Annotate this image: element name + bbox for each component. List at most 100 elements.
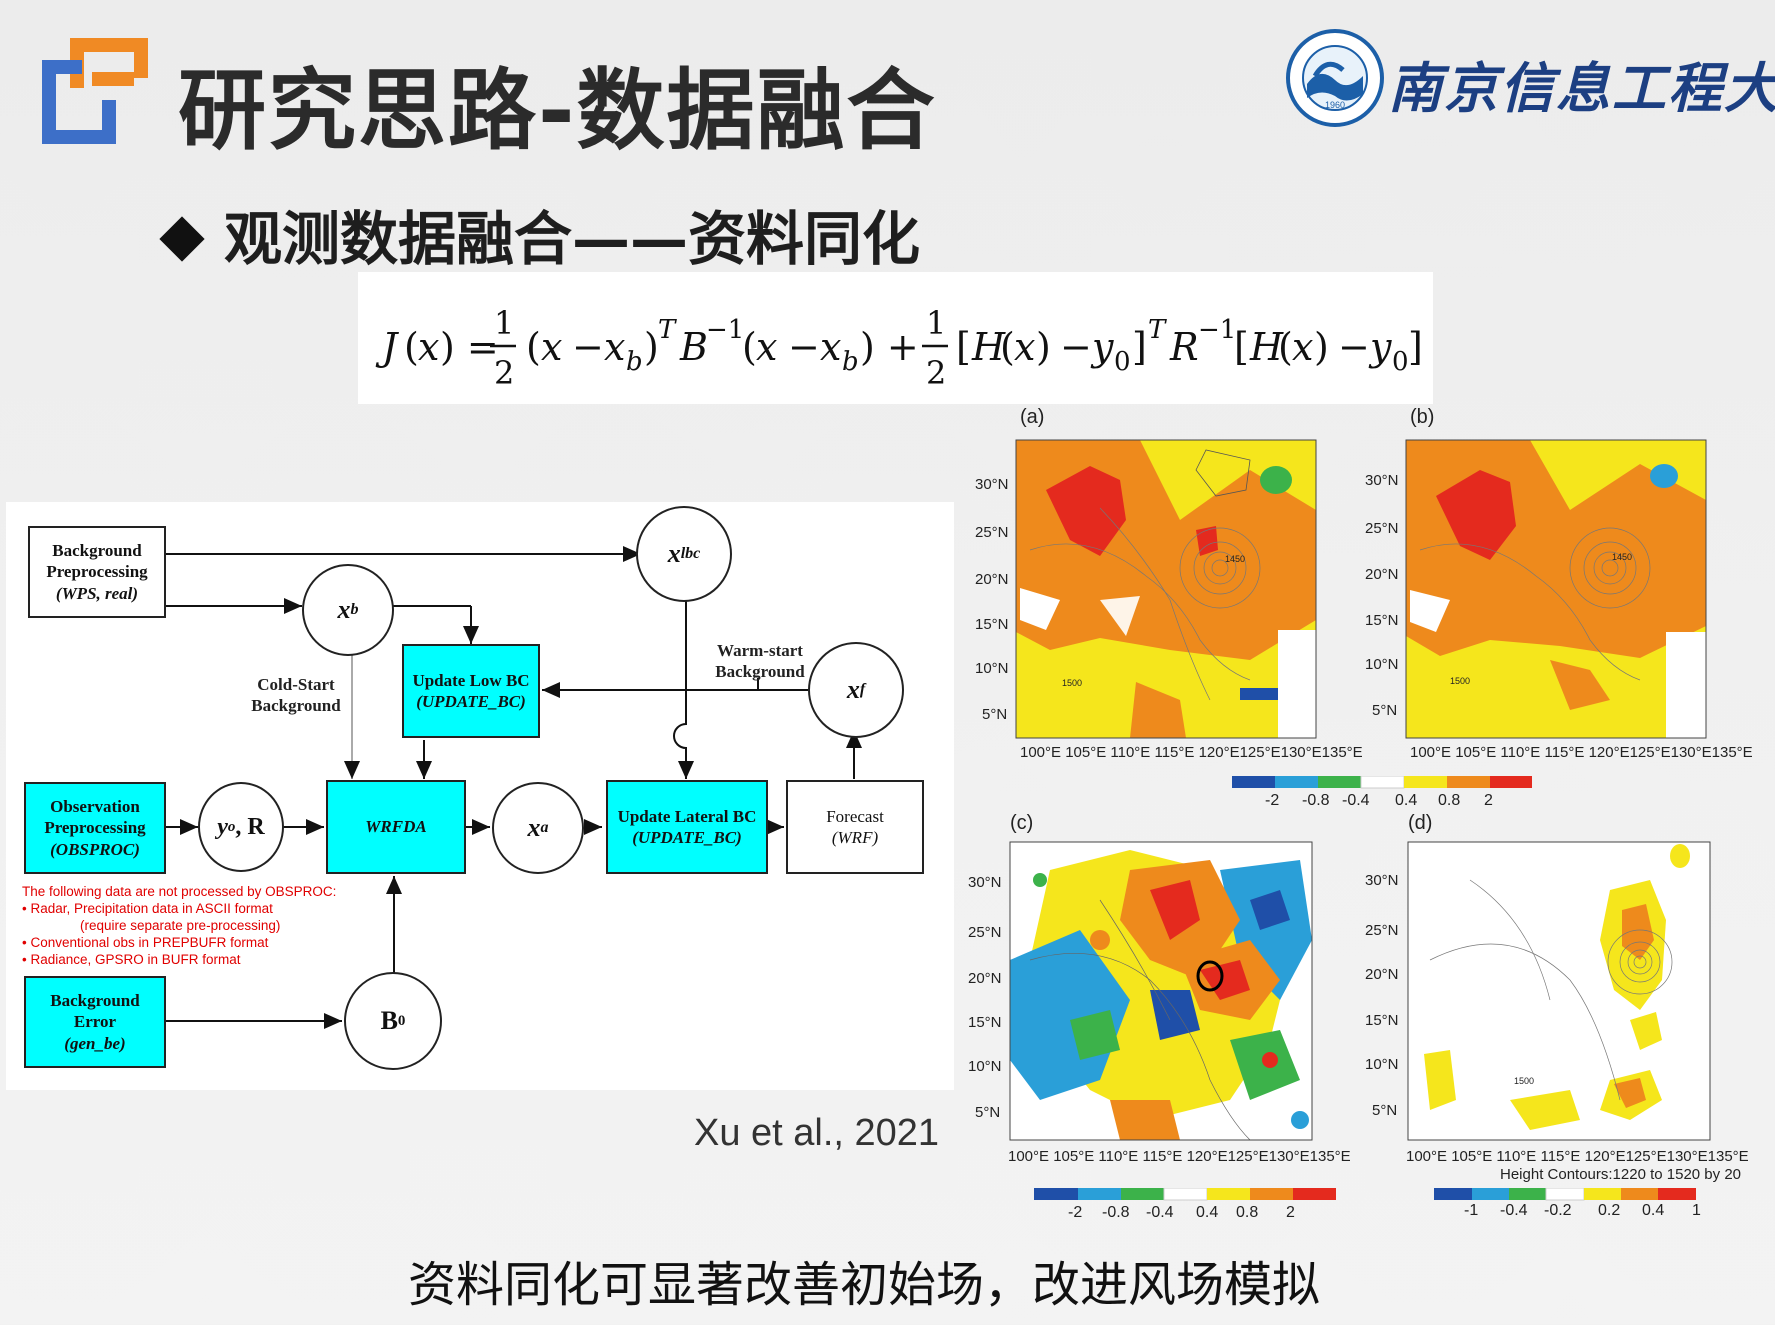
svg-text:1960: 1960 (1325, 100, 1345, 110)
svg-text:(: ( (526, 325, 541, 369)
contour-label: 1500 (1062, 678, 1083, 688)
svg-text:x: x (1292, 325, 1313, 369)
forecast-box: Forecast(WRF) (786, 780, 924, 874)
lat-tick: 10°N (1365, 1056, 1399, 1073)
slide-caption: 资料同化可显著改善初始场，改进风场模拟 (408, 1257, 1321, 1313)
svg-text:0: 0 (1114, 347, 1131, 377)
contour-label: 1450 (1612, 552, 1633, 562)
colorbar-label: -0.8 (1302, 792, 1330, 809)
svg-text:1: 1 (926, 304, 946, 342)
svg-text:): ) (1036, 325, 1051, 369)
svg-text:b: b (842, 347, 859, 377)
colorbar-label: 0.2 (1598, 1202, 1621, 1219)
svg-text:]: ] (1132, 325, 1147, 369)
svg-text:]: ] (1408, 325, 1423, 369)
citation: Xu et al., 2021 (694, 1112, 940, 1154)
svg-text:2: 2 (926, 354, 946, 392)
map-d (1408, 842, 1710, 1140)
lat-tick: 10°N (975, 660, 1009, 677)
svg-text:−: − (1060, 325, 1092, 369)
svg-text:T: T (1148, 315, 1167, 345)
obsproc-note: The following data are not processed by … (22, 884, 337, 967)
contour-label: 1450 (1225, 554, 1246, 564)
lat-tick: 15°N (968, 1014, 1002, 1031)
colorbar-label: -0.8 (1102, 1204, 1130, 1221)
lat-tick: 10°N (1365, 656, 1399, 673)
lat-tick: 30°N (1365, 872, 1399, 889)
svg-text:): ) (644, 325, 659, 369)
svg-text:(: ( (404, 325, 419, 369)
svg-text:) +: ) + (860, 325, 919, 369)
panel-label-a: (a) (1020, 406, 1045, 428)
svg-text:x: x (820, 325, 841, 369)
colorbar-label: -0.4 (1342, 792, 1370, 809)
lat-tick: 15°N (1365, 612, 1399, 629)
contour-label: 1500 (1450, 676, 1471, 686)
lat-tick: 25°N (1365, 520, 1399, 537)
update-low-bc-box: Update Low BC(UPDATE_BC) (402, 644, 540, 738)
svg-text:(: ( (1278, 325, 1293, 369)
colorbar-label: 0.4 (1395, 792, 1418, 809)
colorbar-label: 0.4 (1642, 1202, 1665, 1219)
height-contours-note: Height Contours:1220 to 1520 by 20 (1500, 1166, 1742, 1183)
panel-label-c: (c) (1010, 812, 1034, 834)
svg-text:2: 2 (494, 354, 514, 392)
svg-text:[: [ (956, 325, 971, 369)
svg-text:[: [ (1234, 325, 1249, 369)
colorbar-ab-swatches (1232, 776, 1532, 789)
lat-tick: 30°N (1365, 472, 1399, 489)
svg-text:J: J (375, 325, 399, 369)
colorbar-label: 1 (1692, 1202, 1701, 1219)
lon-ticks-c: 100°E 105°E 110°E 115°E 120°E125°E130°E1… (1008, 1148, 1351, 1165)
svg-text:H: H (1249, 325, 1284, 369)
subtitle-text: 观测数据融合——资料同化 (224, 205, 921, 273)
diamond-bullet-icon (159, 216, 205, 262)
svg-text:(: ( (1000, 325, 1015, 369)
svg-text:) =: ) = (440, 325, 499, 369)
contour-label: 1500 (1514, 1076, 1535, 1086)
svg-text:B: B (679, 325, 708, 369)
lon-ticks-d: 100°E 105°E 110°E 115°E 120°E125°E130°E1… (1406, 1148, 1749, 1165)
university-seal-icon: 1960 (1286, 29, 1384, 127)
wrfda-box: WRFDA (326, 780, 466, 874)
map-figure (1009, 439, 1711, 1141)
lat-tick: 20°N (968, 970, 1002, 987)
svg-text:−: − (572, 325, 604, 369)
lat-tick: 5°N (1372, 1102, 1398, 1119)
lat-tick: 20°N (975, 571, 1009, 588)
svg-text:R: R (1169, 325, 1199, 369)
colorbar-label: -0.4 (1146, 1204, 1174, 1221)
colorbar-label: 0.8 (1438, 792, 1461, 809)
svg-text:x: x (541, 325, 562, 369)
map-b (1406, 440, 1706, 738)
svg-text:0: 0 (1392, 347, 1409, 377)
map-a (1016, 440, 1316, 738)
lat-tick: 25°N (1365, 922, 1399, 939)
panel-label-b: (b) (1410, 406, 1435, 428)
svg-text:x: x (756, 325, 777, 369)
svg-text:y: y (1090, 325, 1114, 369)
svg-text:y: y (1368, 325, 1392, 369)
svg-text:−: − (788, 325, 820, 369)
svg-text:x: x (418, 325, 439, 369)
colorbar-ab (1240, 688, 1278, 700)
page-title: 研究思路-数据融合 (178, 59, 937, 162)
lat-tick: 25°N (968, 924, 1002, 941)
svg-text:−1: −1 (1198, 315, 1236, 345)
panel-label-d: (d) (1408, 812, 1433, 834)
lat-tick: 30°N (975, 476, 1009, 493)
svg-text:x: x (1014, 325, 1035, 369)
colorbar-label: -1 (1464, 1202, 1479, 1219)
map-panels (950, 400, 1775, 1240)
svg-text:−: − (1338, 325, 1370, 369)
svg-text:H: H (971, 325, 1006, 369)
